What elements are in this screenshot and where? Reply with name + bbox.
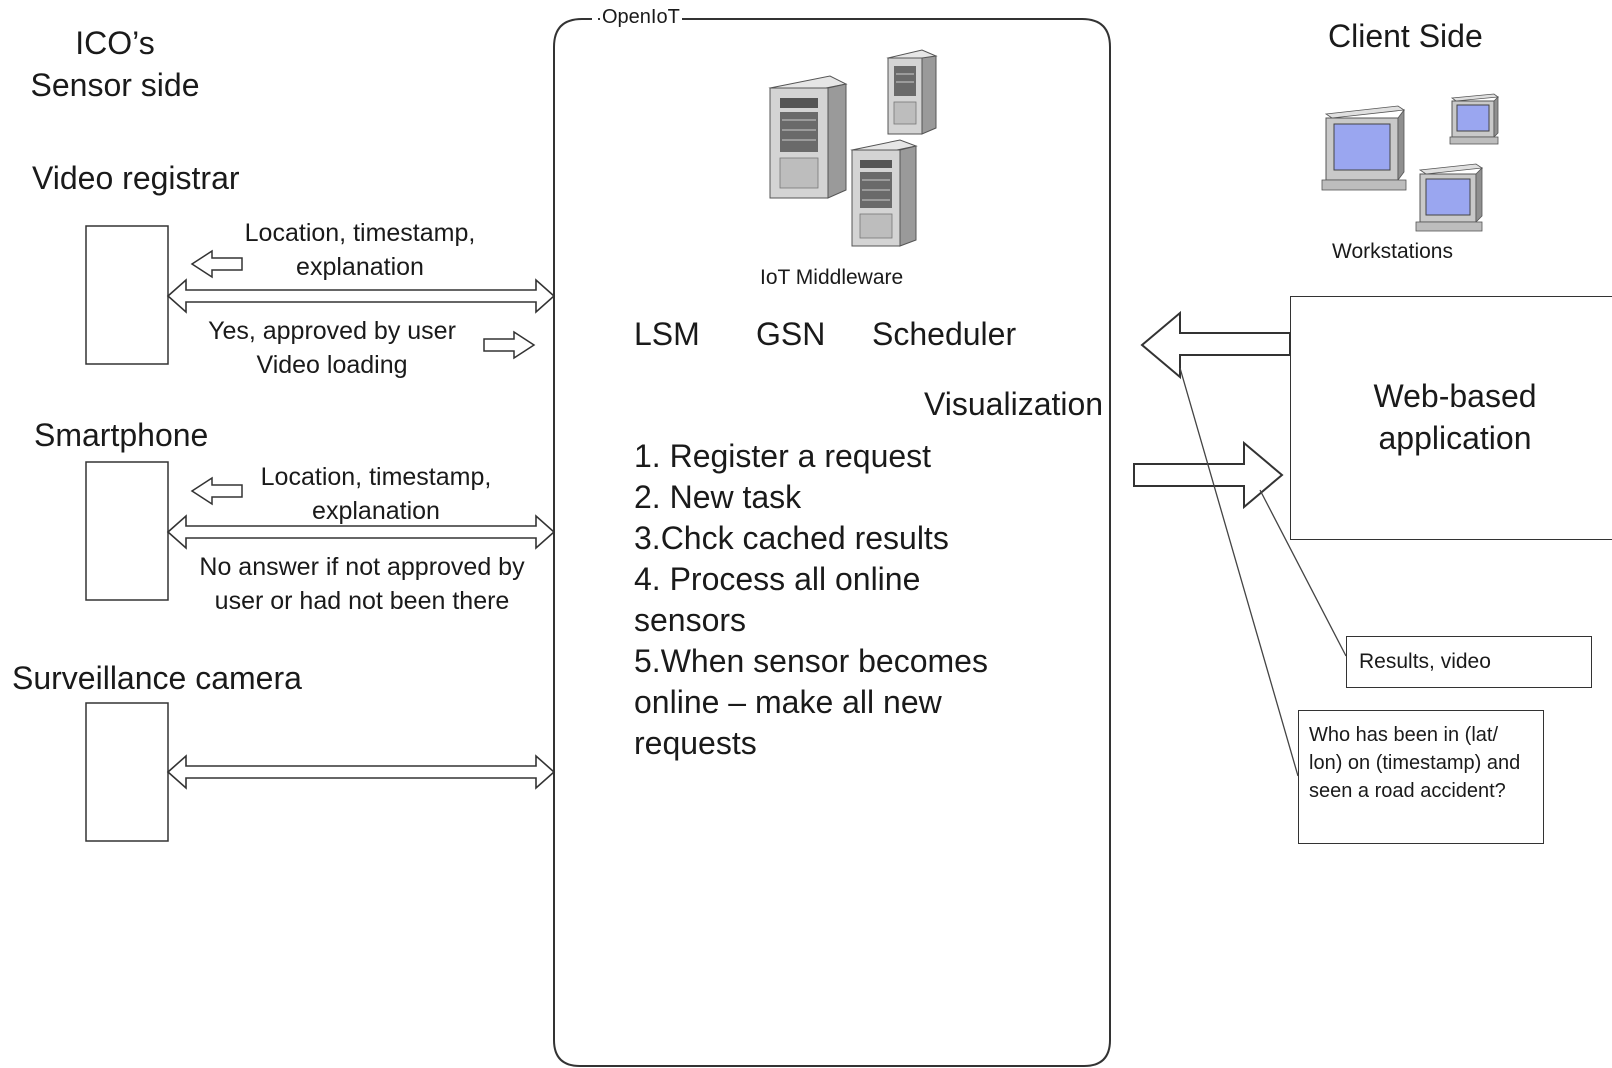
small-arrow-left-smartphone	[190, 476, 243, 506]
small-arrow-left-video	[190, 249, 243, 279]
sensor-side-heading-line1: ICO’s	[75, 25, 155, 61]
client-side-heading: Client Side	[1328, 18, 1483, 54]
step-item: 5.When sensor becomes online – make all …	[634, 643, 988, 761]
arrow-app-to-middleware	[1140, 310, 1291, 380]
sensor-side-heading: ICO’s Sensor side	[20, 22, 210, 106]
step-item: 1. Register a request	[634, 438, 932, 474]
step-item: 4. Process all online sensors	[634, 561, 921, 638]
video-msg-in-line2: explanation	[296, 253, 424, 281]
video-msg-out-line2: Video loading	[256, 351, 408, 379]
step-item: 3.Chck cached results	[634, 520, 949, 556]
component-visualization: Visualization	[924, 386, 1104, 422]
double-arrow-smartphone	[166, 514, 556, 550]
server-icon-small	[886, 49, 938, 135]
step-item: 2. New task	[634, 479, 802, 515]
surveillance-camera-box	[85, 702, 169, 842]
smartphone-box	[85, 461, 169, 601]
double-arrow-camera	[166, 754, 556, 790]
workstation-icon-small	[1449, 93, 1500, 145]
video-registrar-box	[85, 225, 169, 365]
video-msg-out-line1: Yes, approved by user	[208, 317, 456, 345]
double-arrow-video	[166, 278, 556, 314]
small-arrow-right-video	[483, 330, 536, 360]
middleware-steps-list: 1. Register a request 2. New task 3.Chck…	[634, 436, 1054, 764]
video-msg-in-line1: Location, timestamp,	[244, 219, 476, 247]
component-lsm: LSM	[634, 316, 700, 352]
server-icon-large	[768, 75, 848, 199]
component-gsn: GSN	[756, 316, 826, 352]
arrow-middleware-to-app	[1133, 440, 1284, 510]
device-label-surveillance-camera: Surveillance camera	[12, 660, 302, 696]
smartphone-msg-out-line1: No answer if not approved by	[199, 553, 525, 581]
openiot-frame-label: OpenIoT	[600, 6, 682, 29]
web-app-title-line2: application	[1378, 420, 1532, 456]
web-app-title: Web-based application	[1291, 375, 1612, 459]
iot-middleware-caption: IoT Middleware	[760, 266, 904, 289]
openiot-frame	[553, 18, 1111, 1067]
smartphone-msg-out-line2: user or had not been there	[214, 587, 510, 615]
callout-query-text: Who has been in (lat/ lon) on (timestamp…	[1309, 724, 1521, 802]
callout-results-box: Results, video	[1346, 636, 1592, 688]
device-label-video-registrar: Video registrar	[32, 160, 240, 196]
callout-line-results	[1259, 489, 1347, 657]
callout-results-text: Results, video	[1359, 650, 1491, 673]
workstations-label: Workstations	[1332, 240, 1453, 263]
component-scheduler: Scheduler	[872, 316, 1017, 352]
workstation-icon-medium	[1415, 163, 1484, 232]
callout-query-box: Who has been in (lat/ lon) on (timestamp…	[1298, 710, 1544, 844]
smartphone-msg-in-line2: explanation	[312, 497, 440, 525]
video-msg-out: Yes, approved by user Video loading	[182, 314, 482, 382]
smartphone-msg-in: Location, timestamp, explanation	[236, 460, 516, 528]
web-app-box: Web-based application	[1290, 296, 1612, 540]
workstation-icon-large	[1321, 105, 1407, 191]
device-label-smartphone: Smartphone	[34, 417, 209, 453]
sensor-side-heading-line2: Sensor side	[30, 67, 200, 103]
web-app-title-line1: Web-based	[1373, 378, 1537, 414]
callout-line-query	[1179, 367, 1299, 777]
server-icon-medium	[850, 139, 918, 247]
smartphone-msg-in-line1: Location, timestamp,	[260, 463, 492, 491]
smartphone-msg-out: No answer if not approved by user or had…	[170, 550, 554, 618]
video-msg-in: Location, timestamp, explanation	[220, 216, 500, 284]
